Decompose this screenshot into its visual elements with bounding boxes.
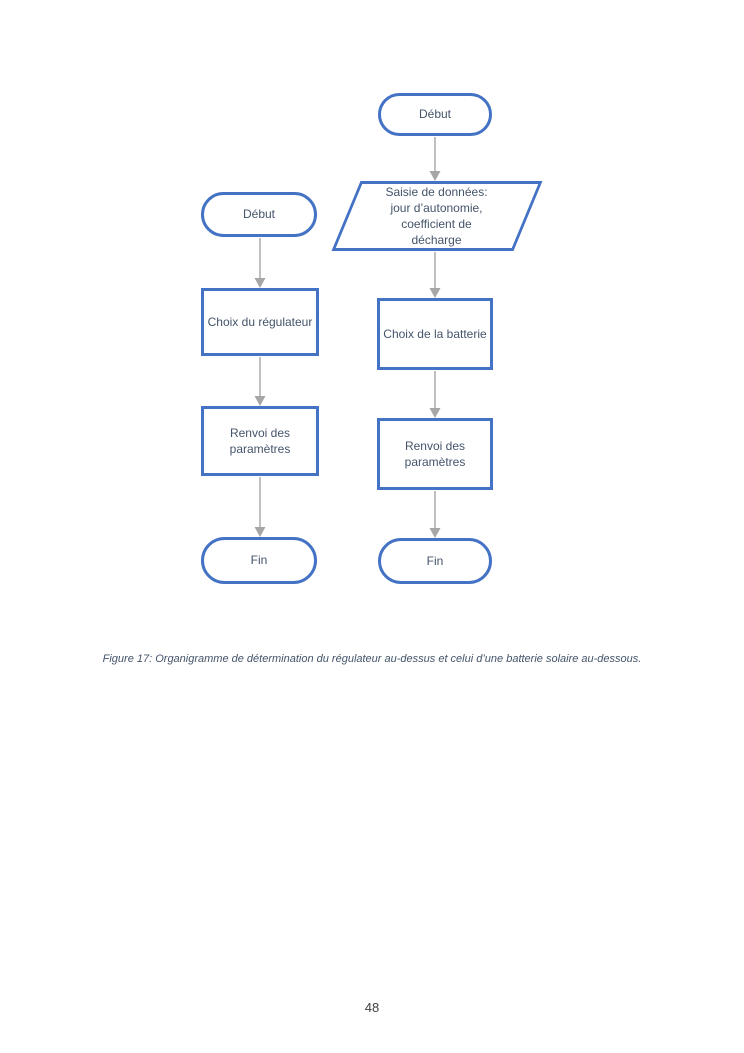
flowchart-regulator-start-terminator: Début: [201, 192, 317, 237]
flowchart-battery-return-parameters-step: Renvoi des paramètres: [377, 418, 493, 490]
flowchart-battery-data-input-label: Saisie de données: jour d’autonomie, coe…: [385, 184, 488, 248]
page-number: 48: [364, 1000, 380, 1015]
figure-caption: Figure 17: Organigramme de détermination…: [102, 653, 642, 665]
flowchart-battery-start-terminator: Début: [378, 93, 492, 136]
flowchart-battery-end-terminator: Fin: [378, 538, 492, 584]
flowchart-regulator-end-terminator: Fin: [201, 537, 317, 584]
flowchart-battery-choice-step: Choix de la batterie: [377, 298, 493, 370]
flowchart-regulator-return-parameters-step: Renvoi des paramètres: [201, 406, 319, 476]
flowchart-regulator-choice-step: Choix du régulateur: [201, 288, 319, 356]
